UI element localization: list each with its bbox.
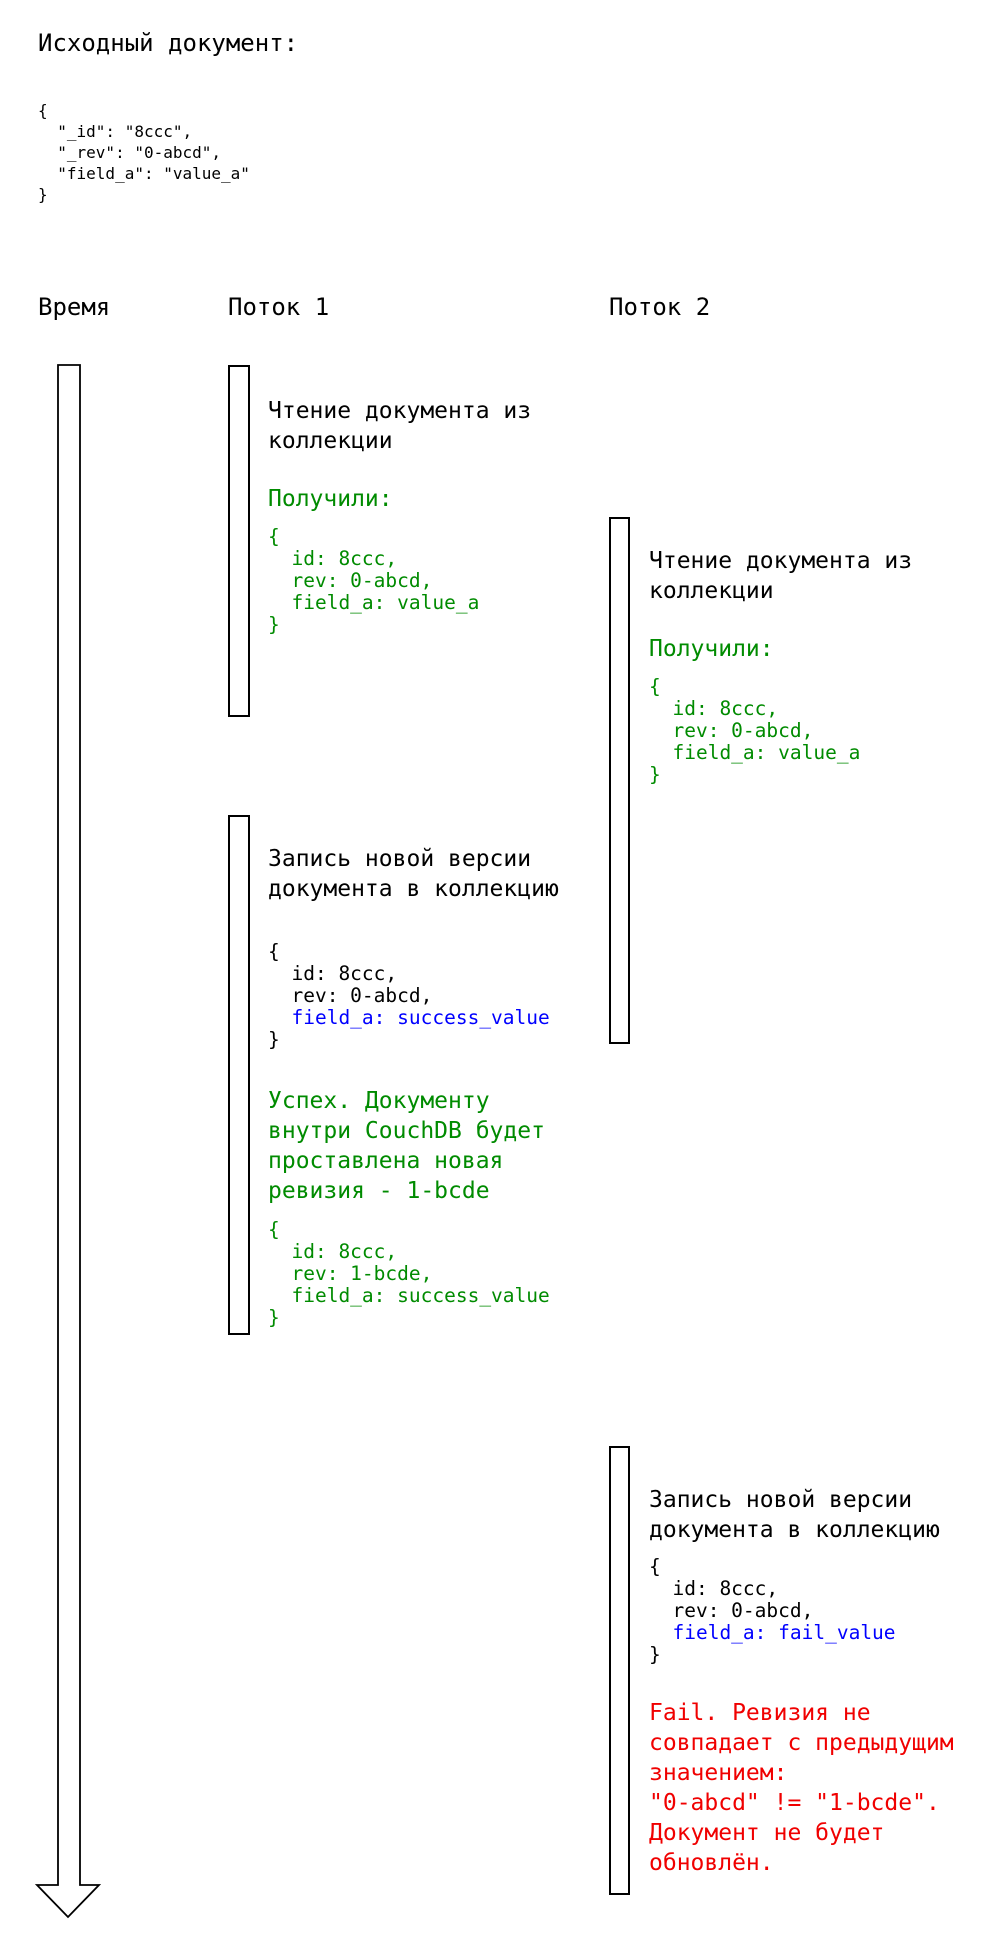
thread2-write-action: Запись новой версии документа в коллекци… — [649, 1487, 940, 1543]
time-arrow-shape — [34, 364, 102, 1919]
thread2-read-result-label: Получили: — [649, 636, 774, 662]
thread1-write-json: { id: 8ccc, rev: 0-abcd, field_a: succes… — [268, 941, 550, 1051]
column-label-thread1: Поток 1 — [228, 293, 330, 321]
thread1-activation-bar-write — [228, 815, 250, 1335]
thread1-write-success-json: { id: 8ccc, rev: 1-bcde, field_a: succes… — [268, 1218, 550, 1329]
thread1-write-json-head: { id: 8ccc, rev: 0-abcd, — [268, 940, 433, 1007]
column-label-thread2: Поток 2 — [609, 293, 711, 321]
thread2-read-action: Чтение документа из коллекции — [649, 548, 913, 604]
thread1-write-action: Запись новой версии документа в коллекци… — [268, 846, 559, 902]
thread1-write-json-field-blue: field_a: success_value — [291, 1006, 550, 1029]
thread2-write-json: { id: 8ccc, rev: 0-abcd, field_a: fail_v… — [649, 1556, 896, 1666]
thread1-write-json-tail: } — [268, 1028, 280, 1051]
thread1-read-action: Чтение документа из коллекции — [268, 398, 532, 454]
initial-document-json: { "_id": "8ccc", "_rev": "0-abcd", "fiel… — [38, 101, 250, 204]
thread2-write-fail-text: Fail. Ревизия не совпадает с предыдущим … — [649, 1700, 954, 1876]
column-label-time: Время — [38, 293, 111, 321]
thread1-activation-bar-read — [228, 365, 250, 717]
page-title: Исходный документ: — [38, 29, 299, 57]
thread2-activation-bar-write — [609, 1446, 630, 1895]
thread2-activation-bar-read — [609, 517, 630, 1044]
thread2-write-json-head: { id: 8ccc, rev: 0-abcd, — [649, 1555, 814, 1622]
thread1-write-success-text: Успех. Документу внутри CouchDB будет пр… — [268, 1088, 545, 1204]
thread1-read-result-json: { id: 8ccc, rev: 0-abcd, field_a: value_… — [268, 525, 480, 636]
thread2-write-json-field-blue: field_a: fail_value — [672, 1621, 896, 1644]
thread2-read-result-json: { id: 8ccc, rev: 0-abcd, field_a: value_… — [649, 675, 861, 786]
thread1-read-result-label: Получили: — [268, 486, 393, 512]
thread2-write-json-tail: } — [649, 1643, 661, 1666]
